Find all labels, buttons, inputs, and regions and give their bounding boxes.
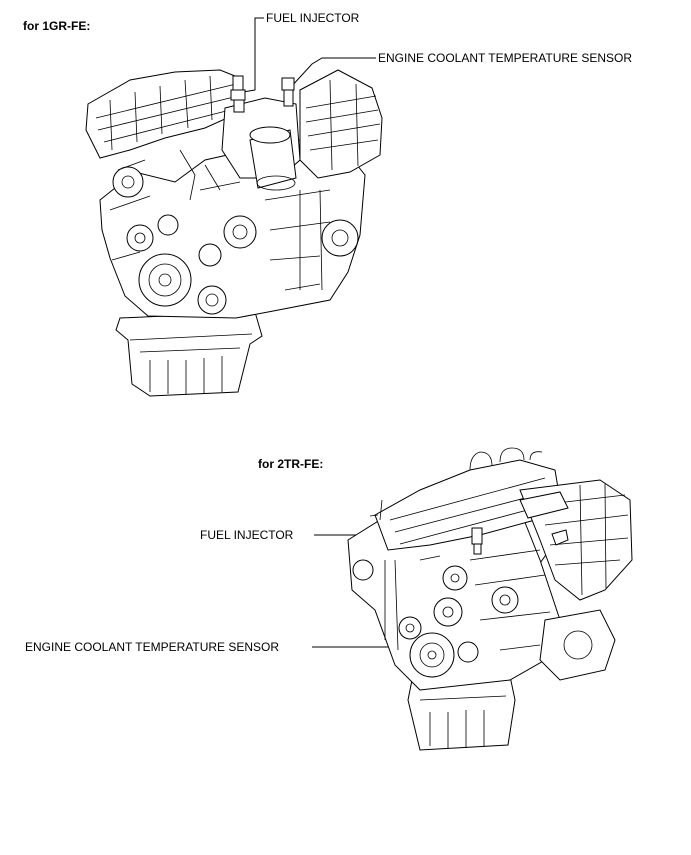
label-fuel-injector-1gr: FUEL INJECTOR — [266, 11, 360, 25]
leader-fuel-injector-1gr — [242, 17, 264, 93]
heading-1gr-fe: for 1GR-FE: — [23, 19, 91, 33]
label-ect-sensor-1gr: ENGINE COOLANT TEMPERATURE SENSOR — [378, 51, 633, 65]
label-ect-sensor-2tr: ENGINE COOLANT TEMPERATURE SENSOR — [25, 640, 280, 654]
heading-2tr-fe: for 2TR-FE: — [258, 457, 324, 471]
label-fuel-injector-2tr: FUEL INJECTOR — [200, 528, 294, 542]
leader-ect-sensor-1gr — [289, 57, 376, 89]
